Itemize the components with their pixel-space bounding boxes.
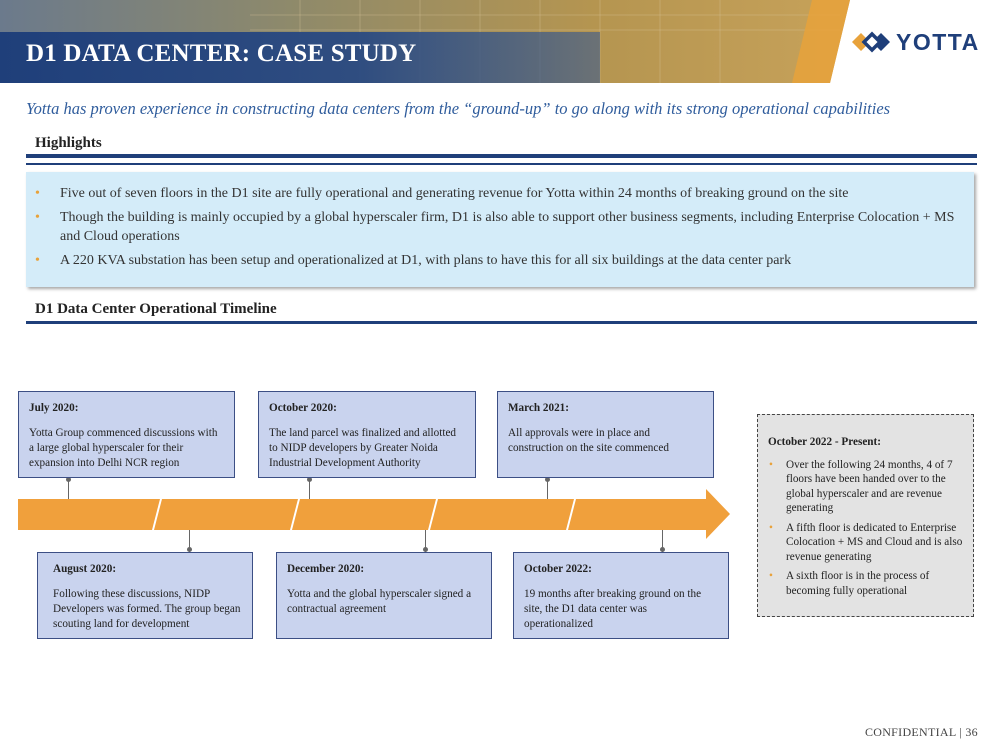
subtitle: Yotta has proven experience in construct… [26, 99, 890, 119]
timeline-box-october-2020: October 2020: The land parcel was finali… [258, 391, 476, 478]
header-banner: D1 DATA CENTER: CASE STUDY YOTTA [0, 0, 999, 83]
timeline-box-title: December 2020: [287, 562, 481, 577]
highlights-heading: Highlights [35, 135, 102, 152]
timeline-box-title: October 2020: [269, 401, 465, 416]
timeline-box-august-2020: August 2020: Following these discussions… [37, 552, 253, 639]
present-item: Over the following 24 months, 4 of 7 flo… [768, 458, 963, 516]
timeline-box-title: October 2022: [524, 562, 718, 577]
timeline-box-march-2021: March 2021: All approvals were in place … [497, 391, 714, 478]
highlight-item: Though the building is mainly occupied b… [26, 208, 974, 246]
timeline-box-text: The land parcel was finalized and allott… [269, 426, 465, 471]
highlights-rule-thin [26, 163, 977, 165]
footer-confidential: CONFIDENTIAL | 36 [865, 725, 978, 740]
timeline-arrow [0, 488, 740, 540]
timeline-box-title: March 2021: [508, 401, 703, 416]
highlights-list: Five out of seven floors in the D1 site … [26, 184, 974, 275]
present-item: A sixth floor is in the process of becom… [768, 569, 963, 598]
highlights-rule [26, 154, 977, 158]
timeline-box-july-2020: July 2020: Yotta Group commenced discuss… [18, 391, 235, 478]
present-item: A fifth floor is dedicated to Enterprise… [768, 521, 963, 565]
timeline-rule [26, 321, 977, 324]
timeline-box-text: Following these discussions, NIDP Develo… [53, 587, 242, 632]
timeline-box-december-2020: December 2020: Yotta and the global hype… [276, 552, 492, 639]
page-title: D1 DATA CENTER: CASE STUDY [26, 40, 416, 68]
timeline-heading: D1 Data Center Operational Timeline [35, 301, 277, 318]
timeline-box-text: All approvals were in place and construc… [508, 426, 703, 456]
timeline-box-title: July 2020: [29, 401, 224, 416]
highlights-box: Five out of seven floors in the D1 site … [26, 172, 974, 287]
timeline-box-october-2022: October 2022: 19 months after breaking g… [513, 552, 729, 639]
timeline-box-title: August 2020: [53, 562, 242, 577]
highlight-item: Five out of seven floors in the D1 site … [26, 184, 974, 203]
timeline-box-present: October 2022 - Present: Over the followi… [757, 414, 974, 617]
yotta-logo: YOTTA [852, 28, 980, 56]
present-list: Over the following 24 months, 4 of 7 flo… [768, 458, 963, 599]
yotta-logo-icon [852, 31, 890, 53]
present-box-title: October 2022 - Present: [768, 435, 963, 450]
timeline-box-text: 19 months after breaking ground on the s… [524, 587, 718, 632]
logo-text: YOTTA [896, 29, 980, 56]
timeline-box-text: Yotta and the global hyperscaler signed … [287, 587, 481, 617]
highlight-item: A 220 KVA substation has been setup and … [26, 251, 974, 270]
timeline-box-text: Yotta Group commenced discussions with a… [29, 426, 224, 471]
